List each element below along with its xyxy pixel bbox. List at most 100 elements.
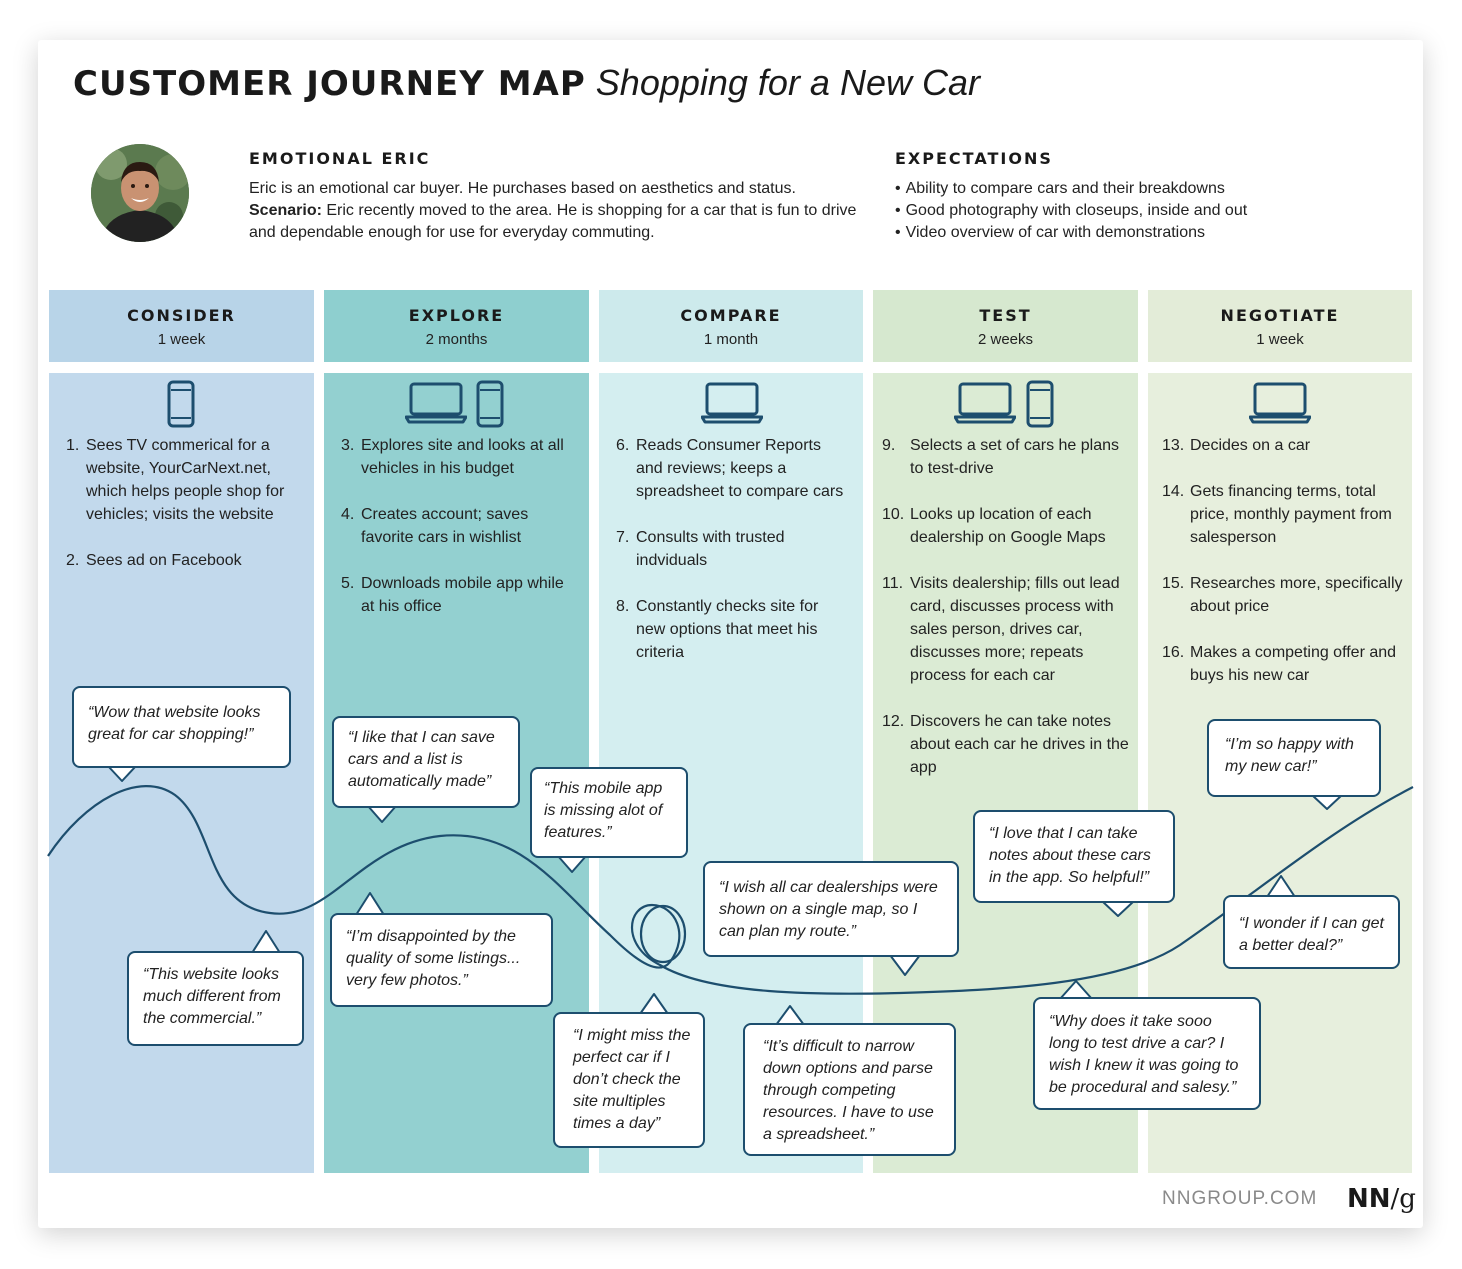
step-text: Reads Consumer Reports and reviews; keep… [636,437,844,500]
step-text: Discovers he can take notes about each c… [910,713,1129,776]
list-item: 1. Sees TV commerical for a website, Your… [66,434,301,526]
phase-name: COMPARE [680,306,782,325]
bubble-tail [1059,980,1093,1000]
bubble-tail [1266,875,1296,898]
list-item: 13. Decides on a car [1162,434,1407,457]
steps-consider: 1. Sees TV commerical for a website, Your… [66,434,301,595]
list-item: 5.Downloads mobile app while at his offi… [341,572,576,618]
bubble-tail [775,1005,805,1026]
scenario-label: Scenario: [249,202,322,219]
bubble-tail [1101,900,1135,917]
step-text: Sees TV commerical for a website, YourCa… [86,437,285,523]
footer-url: NNGROUP.COM [1162,1188,1318,1209]
quote-bubble: “This website looks much different from … [127,951,304,1046]
step-text: Makes a competing offer and buys his new… [1190,644,1397,684]
laptop-icon [701,382,763,424]
steps-compare: 6. Reads Consumer Reports and reviews; ke… [616,434,851,687]
persona-summary: Eric is an emotional car buyer. He purch… [249,180,796,197]
expectations-title: EXPECTATIONS [895,149,1053,168]
step-text: Decides on a car [1190,437,1311,454]
expectation-item: Ability to compare cars and their breakd… [895,178,1247,200]
quote-bubble: “It’s difficult to narrow down options a… [743,1023,956,1156]
step-number: 12. [882,713,905,730]
step-text: Gets financing terms, total price, month… [1190,483,1392,546]
expectation-item: Good photography with closeups, inside a… [895,200,1248,222]
bubble-tail [355,892,385,916]
logo-n2: N [1368,1184,1391,1214]
list-item: 7. Consults with trusted indviduals [616,526,851,572]
step-number: 1. [66,437,80,454]
bubble-tail [889,954,921,976]
quote-bubble: “I like that I can save cars and a list … [332,716,520,808]
phase-name: TEST [979,306,1032,325]
list-item: 6. Reads Consumer Reports and reviews; ke… [616,434,851,503]
list-item: 15.Researches more, specifically about p… [1162,572,1407,618]
laptop-icon [1249,382,1311,424]
list-item: 3. Explores site and looks at all vehicle… [341,434,576,480]
list-item: 9.Selects a set of cars he plans to test… [882,434,1132,480]
step-number: 13. [1162,437,1185,454]
step-number: 14. [1162,483,1185,500]
quote-bubble: “Wow that website looks great for car sh… [72,686,291,768]
phase-duration: 1 week [157,331,206,348]
list-item: 10.Looks up location of each dealership … [882,503,1132,549]
laptop-icon [405,382,467,424]
phase-header-compare: COMPARE 1 month [599,290,863,362]
quote-bubble: “I love that I can take notes about thes… [973,810,1175,903]
phase-duration: 2 months [425,331,488,348]
list-item: 2. Sees ad on Facebook [66,549,301,572]
quote-bubble: “I might miss the perfect car if I don’t… [553,1012,705,1148]
step-number: 8. [616,598,630,615]
phase-duration: 2 weeks [977,331,1034,348]
step-text: Explores site and looks at all vehicles … [361,437,564,477]
list-item: 12. Discovers he can take notes about eac… [882,710,1132,779]
list-item: 8. Constantly checks site for new options… [616,595,851,664]
laptop-icon [954,382,1016,424]
step-number: 10. [882,506,905,523]
steps-test: 9.Selects a set of cars he plans to test… [882,434,1132,802]
title-main: CUSTOMER JOURNEY MAP [73,64,586,104]
steps-negotiate: 13. Decides on a car 14. Gets financing te… [1162,434,1407,710]
phase-header-explore: EXPLORE 2 months [324,290,589,362]
expectations-list: Ability to compare cars and their breakd… [895,178,1248,244]
list-item: 14. Gets financing terms, total price, mo… [1162,480,1407,549]
step-number: 16. [1162,644,1185,661]
step-number: 9. [882,437,896,454]
emotion-line [47,785,1414,995]
step-number: 2. [66,552,80,569]
step-number: 3. [341,437,355,454]
step-text: Consults with trusted indviduals [636,529,785,569]
step-number: 5. [341,575,355,592]
step-number: 11. [882,575,904,592]
quote-bubble: “Why does it take sooo long to test driv… [1033,997,1261,1110]
phase-name: EXPLORE [408,306,505,325]
phase-header-test: TEST 2 weeks [873,290,1138,362]
quote-bubble: “I wish all car dealerships were shown o… [703,861,959,957]
step-number: 15. [1162,575,1185,592]
step-number: 4. [341,506,355,523]
phase-header-consider: CONSIDER 1 week [49,290,314,362]
phone-icon [476,380,504,428]
step-number: 6. [616,437,630,454]
step-text: Constantly checks site for new options t… [636,598,819,661]
bubble-tail [107,765,137,782]
phase-header-negotiate: NEGOTIATE 1 week [1148,290,1412,362]
title-sub: Shopping for a New Car [595,62,980,103]
step-text: Creates account; saves favorite cars in … [361,506,529,546]
list-item: 11.Visits dealership; fills out lead car… [882,572,1132,687]
phone-icon [167,380,195,428]
quote-bubble: “I’m so happy with my new car!” [1207,719,1381,797]
quote-bubble: “This mobile app is missing alot of feat… [530,767,688,858]
nng-logo: NN/g [1347,1183,1416,1214]
phone-icon [1026,380,1054,428]
quote-bubble: “I’m disappointed by the quality of some… [330,913,553,1007]
logo-g: g [1399,1184,1416,1214]
bubble-tail [251,930,281,954]
step-number: 7. [616,529,630,546]
scenario-text: Eric recently moved to the area. He is s… [249,202,857,241]
step-text: Sees ad on Facebook [86,552,242,569]
phase-duration: 1 month [703,331,759,348]
